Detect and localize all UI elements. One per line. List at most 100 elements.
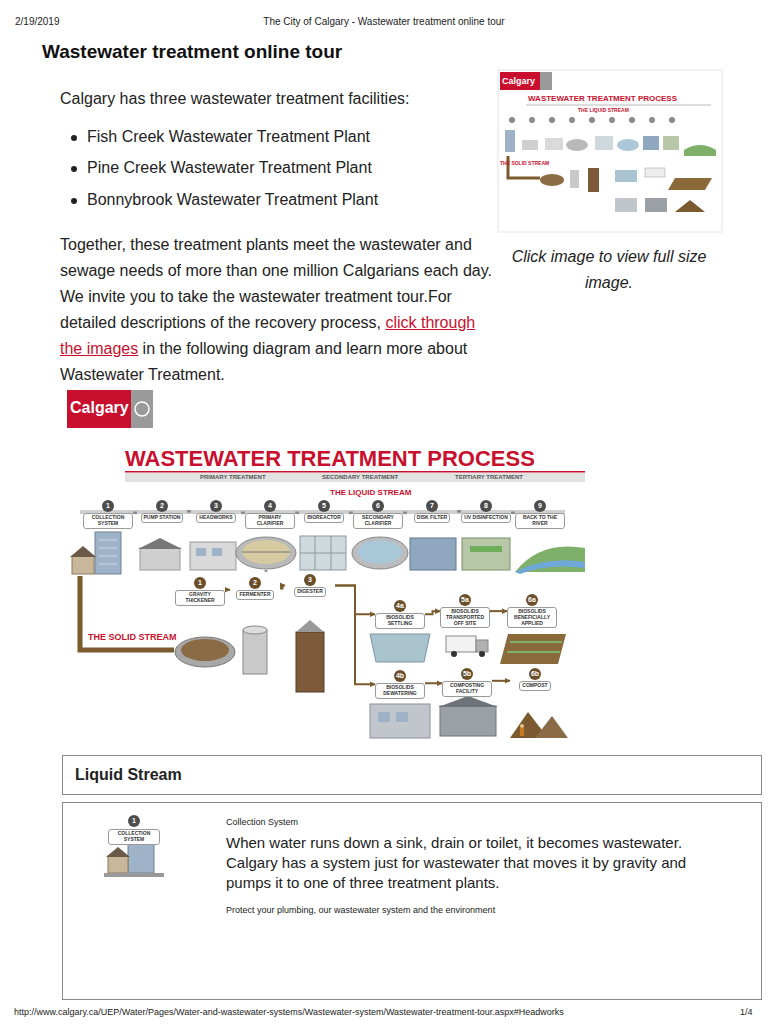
solid-step: 6aBIOSOLIDS BENEFICIALLY APPLIED: [507, 594, 557, 628]
liquid-step: 6SECONDARY CLARIFIER: [353, 500, 403, 529]
step-number: 4: [264, 500, 276, 512]
solid-step: 3DIGESTER: [285, 574, 335, 597]
card-note: Protect your plumbing, our wastewater sy…: [226, 905, 691, 915]
liquid-step: 2PUMP STATION: [137, 500, 187, 523]
step-number: 4a: [394, 600, 406, 612]
stream-label: THE LIQUID STREAM: [578, 107, 629, 113]
solid-step: 5bCOMPOSTING FACILITY: [442, 668, 492, 697]
intro-paragraph: Together, these treatment plants meet th…: [60, 232, 492, 388]
stream-label: THE SOLID STREAM: [88, 632, 177, 642]
liquid-step: 8UV DISINFECTION: [461, 500, 511, 523]
step-number: 1: [128, 815, 140, 827]
step-number: 6: [372, 500, 384, 512]
page-number: 1/4: [740, 1007, 753, 1017]
bullet-dot: [71, 198, 77, 204]
crest-box: [131, 390, 153, 428]
step-number: 3: [210, 500, 222, 512]
flow-connector: [280, 585, 285, 588]
card-heading: Collection System: [226, 817, 691, 827]
bullet-dot: [71, 166, 77, 172]
logo-box: [67, 390, 131, 428]
step-number: 5a: [459, 594, 471, 606]
step-number: 6a: [526, 594, 538, 606]
solid-step: 4aBIOSOLIDS SETTLING: [375, 600, 425, 629]
step-label: PUMP STATION: [141, 513, 184, 523]
step-label: BIOSOLIDS DEWATERING: [375, 683, 425, 699]
liquid-step: 4PRIMARY CLARIFIER: [245, 500, 295, 529]
solid-stream-illustration: [175, 620, 568, 738]
step-number: 3: [304, 574, 316, 586]
flow-connector: [225, 589, 230, 591]
bullet-item: Bonnybrook Wastewater Treatment Plant: [87, 191, 378, 209]
step-number: 8: [480, 500, 492, 512]
step-number: 5: [318, 500, 330, 512]
step-number: 7: [426, 500, 438, 512]
step-label: SECONDARY CLARIFIER: [353, 513, 403, 529]
liquid-step: 7DISK FILTER: [407, 500, 457, 523]
step-number: 9: [534, 500, 546, 512]
flow-connector: [425, 682, 442, 684]
phase-label: SECONDARY TREATMENT: [322, 474, 398, 480]
step-label: BIOSOLIDS SETTLING: [375, 613, 425, 629]
step-label: BIOSOLIDS BENEFICIALLY APPLIED: [507, 607, 557, 628]
step-number: 2: [156, 500, 168, 512]
thumbnail-title: WASTEWATER TREATMENT PROCESS: [528, 94, 677, 103]
thumbnail-image: [498, 70, 722, 232]
step-label: GRAVITY THICKENER: [175, 590, 225, 606]
flow-connector: [457, 510, 461, 513]
liquid-step: 1COLLECTION SYSTEM: [83, 500, 133, 529]
flow-connector: [403, 512, 407, 515]
flow-connector: [490, 610, 507, 612]
logo-text: Calgary: [70, 399, 129, 417]
page-url: http://www.calgary.ca/UEP/Water/Pages/Wa…: [14, 1007, 564, 1017]
flow-connector: [335, 585, 375, 684]
liquid-step: 3HEADWORKS: [191, 500, 241, 523]
step-label: COMPOSTING FACILITY: [442, 681, 492, 697]
flow-connector: [133, 512, 137, 515]
collection-system-icon: [104, 843, 164, 877]
page-title: Wastewater treatment online tour: [42, 41, 342, 63]
flow-connector: [295, 512, 299, 515]
liquid-step: 9BACK TO THE RIVER: [515, 500, 565, 529]
solid-step: 4bBIOSOLIDS DEWATERING: [375, 670, 425, 699]
step-label: COMPOST: [519, 681, 550, 691]
card-body: When water runs down a sink, drain or to…: [226, 833, 691, 893]
section-title: Liquid Stream: [75, 766, 182, 784]
flow-connector: [425, 611, 440, 614]
step-number: 4b: [394, 670, 406, 682]
solid-step: 1GRAVITY THICKENER: [175, 577, 225, 606]
solid-step: 2FERMENTER: [230, 577, 280, 600]
print-header: The City of Calgary - Wastewater treatme…: [0, 16, 768, 27]
stream-label: THE SOLID STREAM: [500, 160, 549, 166]
phase-label: TERTIARY TREATMENT: [455, 474, 523, 480]
step-number: 1: [194, 577, 206, 589]
bullet-item: Pine Creek Wastewater Treatment Plant: [87, 159, 372, 177]
step-number: 2: [249, 577, 261, 589]
bullet-dot: [71, 135, 77, 141]
step-label: UV DISINFECTION: [461, 513, 511, 523]
print-date: 2/19/2019: [15, 16, 60, 27]
step-label: COLLECTION SYSTEM: [83, 513, 133, 529]
step-label: BACK TO THE RIVER: [515, 513, 565, 529]
liquid-step: 5BIOREACTOR: [299, 500, 349, 523]
liquid-stream-illustration: [70, 532, 585, 574]
step-label: DISK FILTER: [414, 513, 450, 523]
step-number: 6b: [529, 668, 541, 680]
solid-step: 5aBIOSOLIDS TRANSPORTED OFF SITE: [440, 594, 490, 628]
step-number: 5b: [461, 668, 473, 680]
intro-text: Calgary has three wastewater treatment f…: [60, 90, 409, 108]
flow-connector: [492, 680, 510, 682]
step-card: Collection SystemWhen water runs down a …: [62, 802, 762, 1000]
step-number: 1: [102, 500, 114, 512]
step-label: FERMENTER: [236, 590, 273, 600]
step-label: COLLECTION SYSTEM: [108, 829, 160, 845]
image-caption: Click image to view full size image.: [498, 244, 720, 296]
diagram-title: WASTEWATER TREATMENT PROCESS: [125, 446, 535, 472]
step-label: HEADWORKS: [196, 513, 235, 523]
flow-connector: [187, 510, 191, 513]
step-label: PRIMARY CLARIFIER: [245, 513, 295, 529]
logo-text: Calgary: [502, 76, 535, 86]
stream-label: THE LIQUID STREAM: [330, 488, 411, 497]
solid-step: 6bCOMPOST: [510, 668, 560, 691]
